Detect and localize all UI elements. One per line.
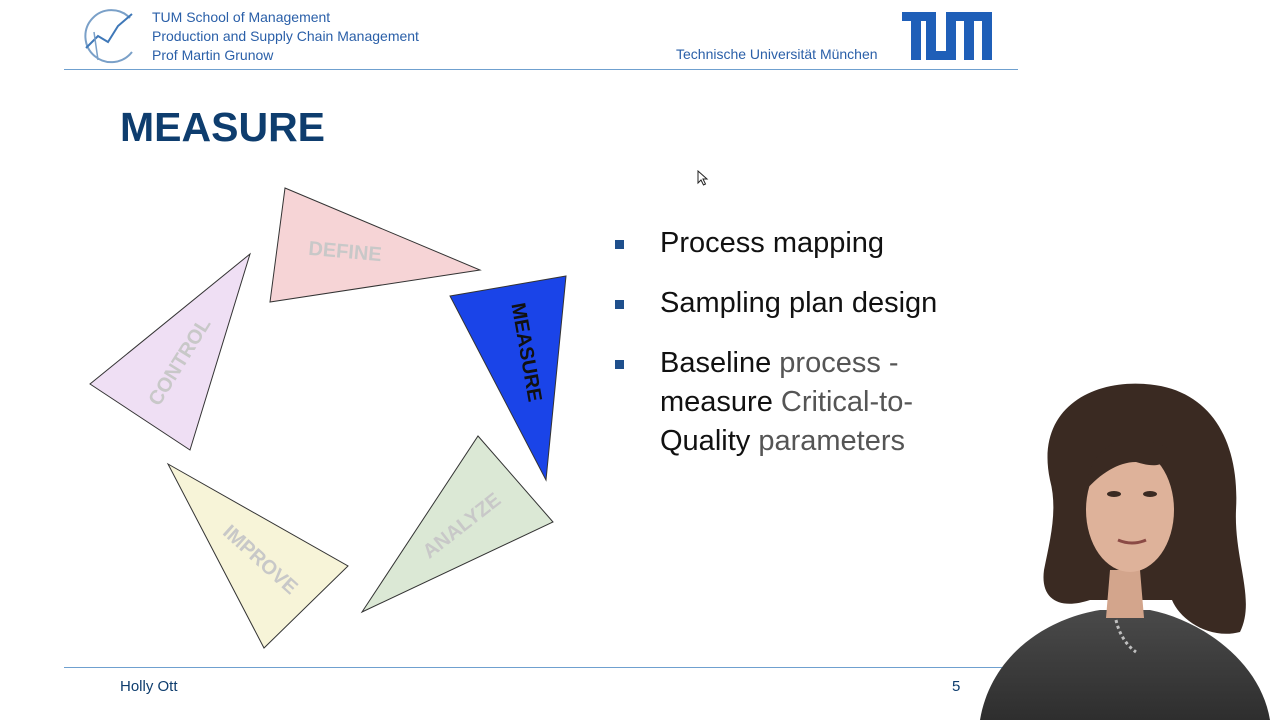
bullet-marker-icon (615, 240, 624, 249)
bullet-marker-icon (615, 300, 624, 309)
slide-title: MEASURE (120, 104, 326, 150)
bullet-text: Sampling plan design (660, 287, 938, 319)
header-line-professor: Prof Martin Grunow (152, 47, 274, 63)
presenter-video-overlay (980, 383, 1270, 720)
tum-school-logo-icon (84, 9, 133, 64)
phase-analyze: ANALYZE (360, 435, 554, 614)
dmaic-cycle-diagram: DEFINE MEASURE ANALYZE IMPROVE CONTROL (89, 187, 567, 649)
bullet-text: Process mapping (660, 227, 885, 259)
bullet-item-sampling-plan: Sampling plan design (612, 284, 992, 323)
phase-measure: MEASURE (449, 275, 567, 482)
phase-define: DEFINE (269, 187, 482, 303)
tum-logo-icon (902, 12, 992, 60)
header-line-school: TUM School of Management (152, 9, 331, 25)
footer-presenter-name: Holly Ott (120, 678, 178, 695)
bullet-list: Process mapping Sampling plan design Bas… (612, 224, 992, 482)
university-name: Technische Universität München (676, 46, 878, 62)
footer-divider (64, 667, 1018, 668)
bullet-text-part: Quality (660, 425, 751, 457)
header-institution: TUM School of Management Production and … (152, 8, 419, 65)
bullet-text-part: parameters (750, 425, 905, 457)
bullet-text-part: Critical-to- (772, 386, 913, 418)
bullet-text-part: Baseline (660, 347, 772, 379)
bullet-text-part: process - (771, 347, 899, 379)
header-line-department: Production and Supply Chain Management (152, 28, 419, 44)
phase-control: CONTROL (89, 252, 251, 451)
bullet-marker-icon (615, 360, 624, 369)
bullet-item-process-mapping: Process mapping (612, 224, 992, 263)
header-divider (64, 69, 1018, 70)
slide-page-number: 5 (952, 678, 961, 695)
bullet-text-part: measure (660, 386, 773, 418)
mouse-cursor-icon (697, 170, 709, 186)
bullet-item-baseline-process: Baseline process - measure Critical-to- … (612, 344, 992, 461)
phase-improve: IMPROVE (166, 462, 349, 649)
